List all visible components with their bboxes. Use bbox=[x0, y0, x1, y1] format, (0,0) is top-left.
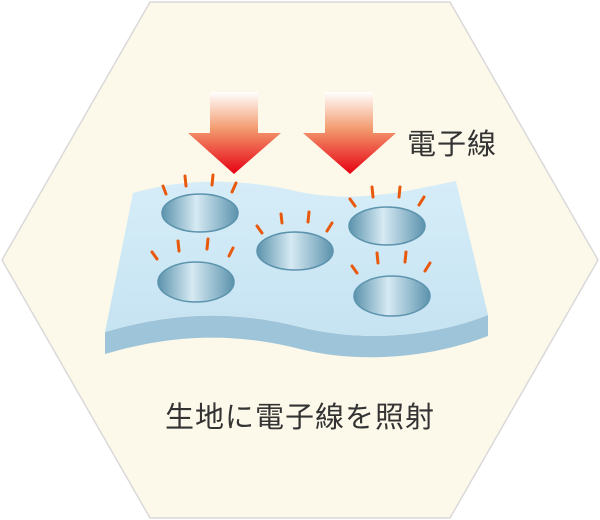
irradiated-spot-icon bbox=[150, 173, 432, 317]
spot-5 bbox=[350, 250, 432, 317]
fabric-edge bbox=[105, 315, 488, 358]
ray-mark bbox=[227, 246, 235, 258]
spot-1 bbox=[161, 173, 239, 233]
electron-beam-label: 電子線 bbox=[407, 127, 498, 161]
arrow-left bbox=[188, 92, 281, 174]
spot-4 bbox=[150, 237, 235, 303]
ray-mark bbox=[230, 181, 238, 194]
diagram-caption: 生地に電子線を照射 bbox=[164, 400, 435, 434]
ray-mark bbox=[370, 185, 375, 199]
arrow-right bbox=[303, 92, 396, 174]
ray-mark bbox=[306, 210, 311, 224]
ray-mark bbox=[205, 237, 210, 251]
electron-beam-arrow-icon bbox=[188, 92, 396, 174]
ray-mark bbox=[348, 197, 357, 208]
ray-mark bbox=[375, 251, 380, 265]
ray-mark bbox=[176, 239, 181, 253]
ray-mark bbox=[150, 250, 159, 261]
ray-mark bbox=[255, 224, 264, 235]
ray-mark bbox=[403, 250, 408, 264]
spot-3 bbox=[348, 185, 426, 246]
ray-mark bbox=[397, 185, 402, 199]
ray-mark bbox=[183, 174, 188, 188]
ray-mark bbox=[350, 264, 359, 275]
ray-mark bbox=[161, 184, 168, 196]
ray-mark bbox=[279, 212, 284, 225]
ray-mark bbox=[325, 221, 334, 233]
spot-2 bbox=[255, 210, 334, 271]
ray-mark bbox=[417, 195, 426, 207]
ray-mark bbox=[423, 261, 432, 273]
ray-mark bbox=[210, 173, 215, 187]
